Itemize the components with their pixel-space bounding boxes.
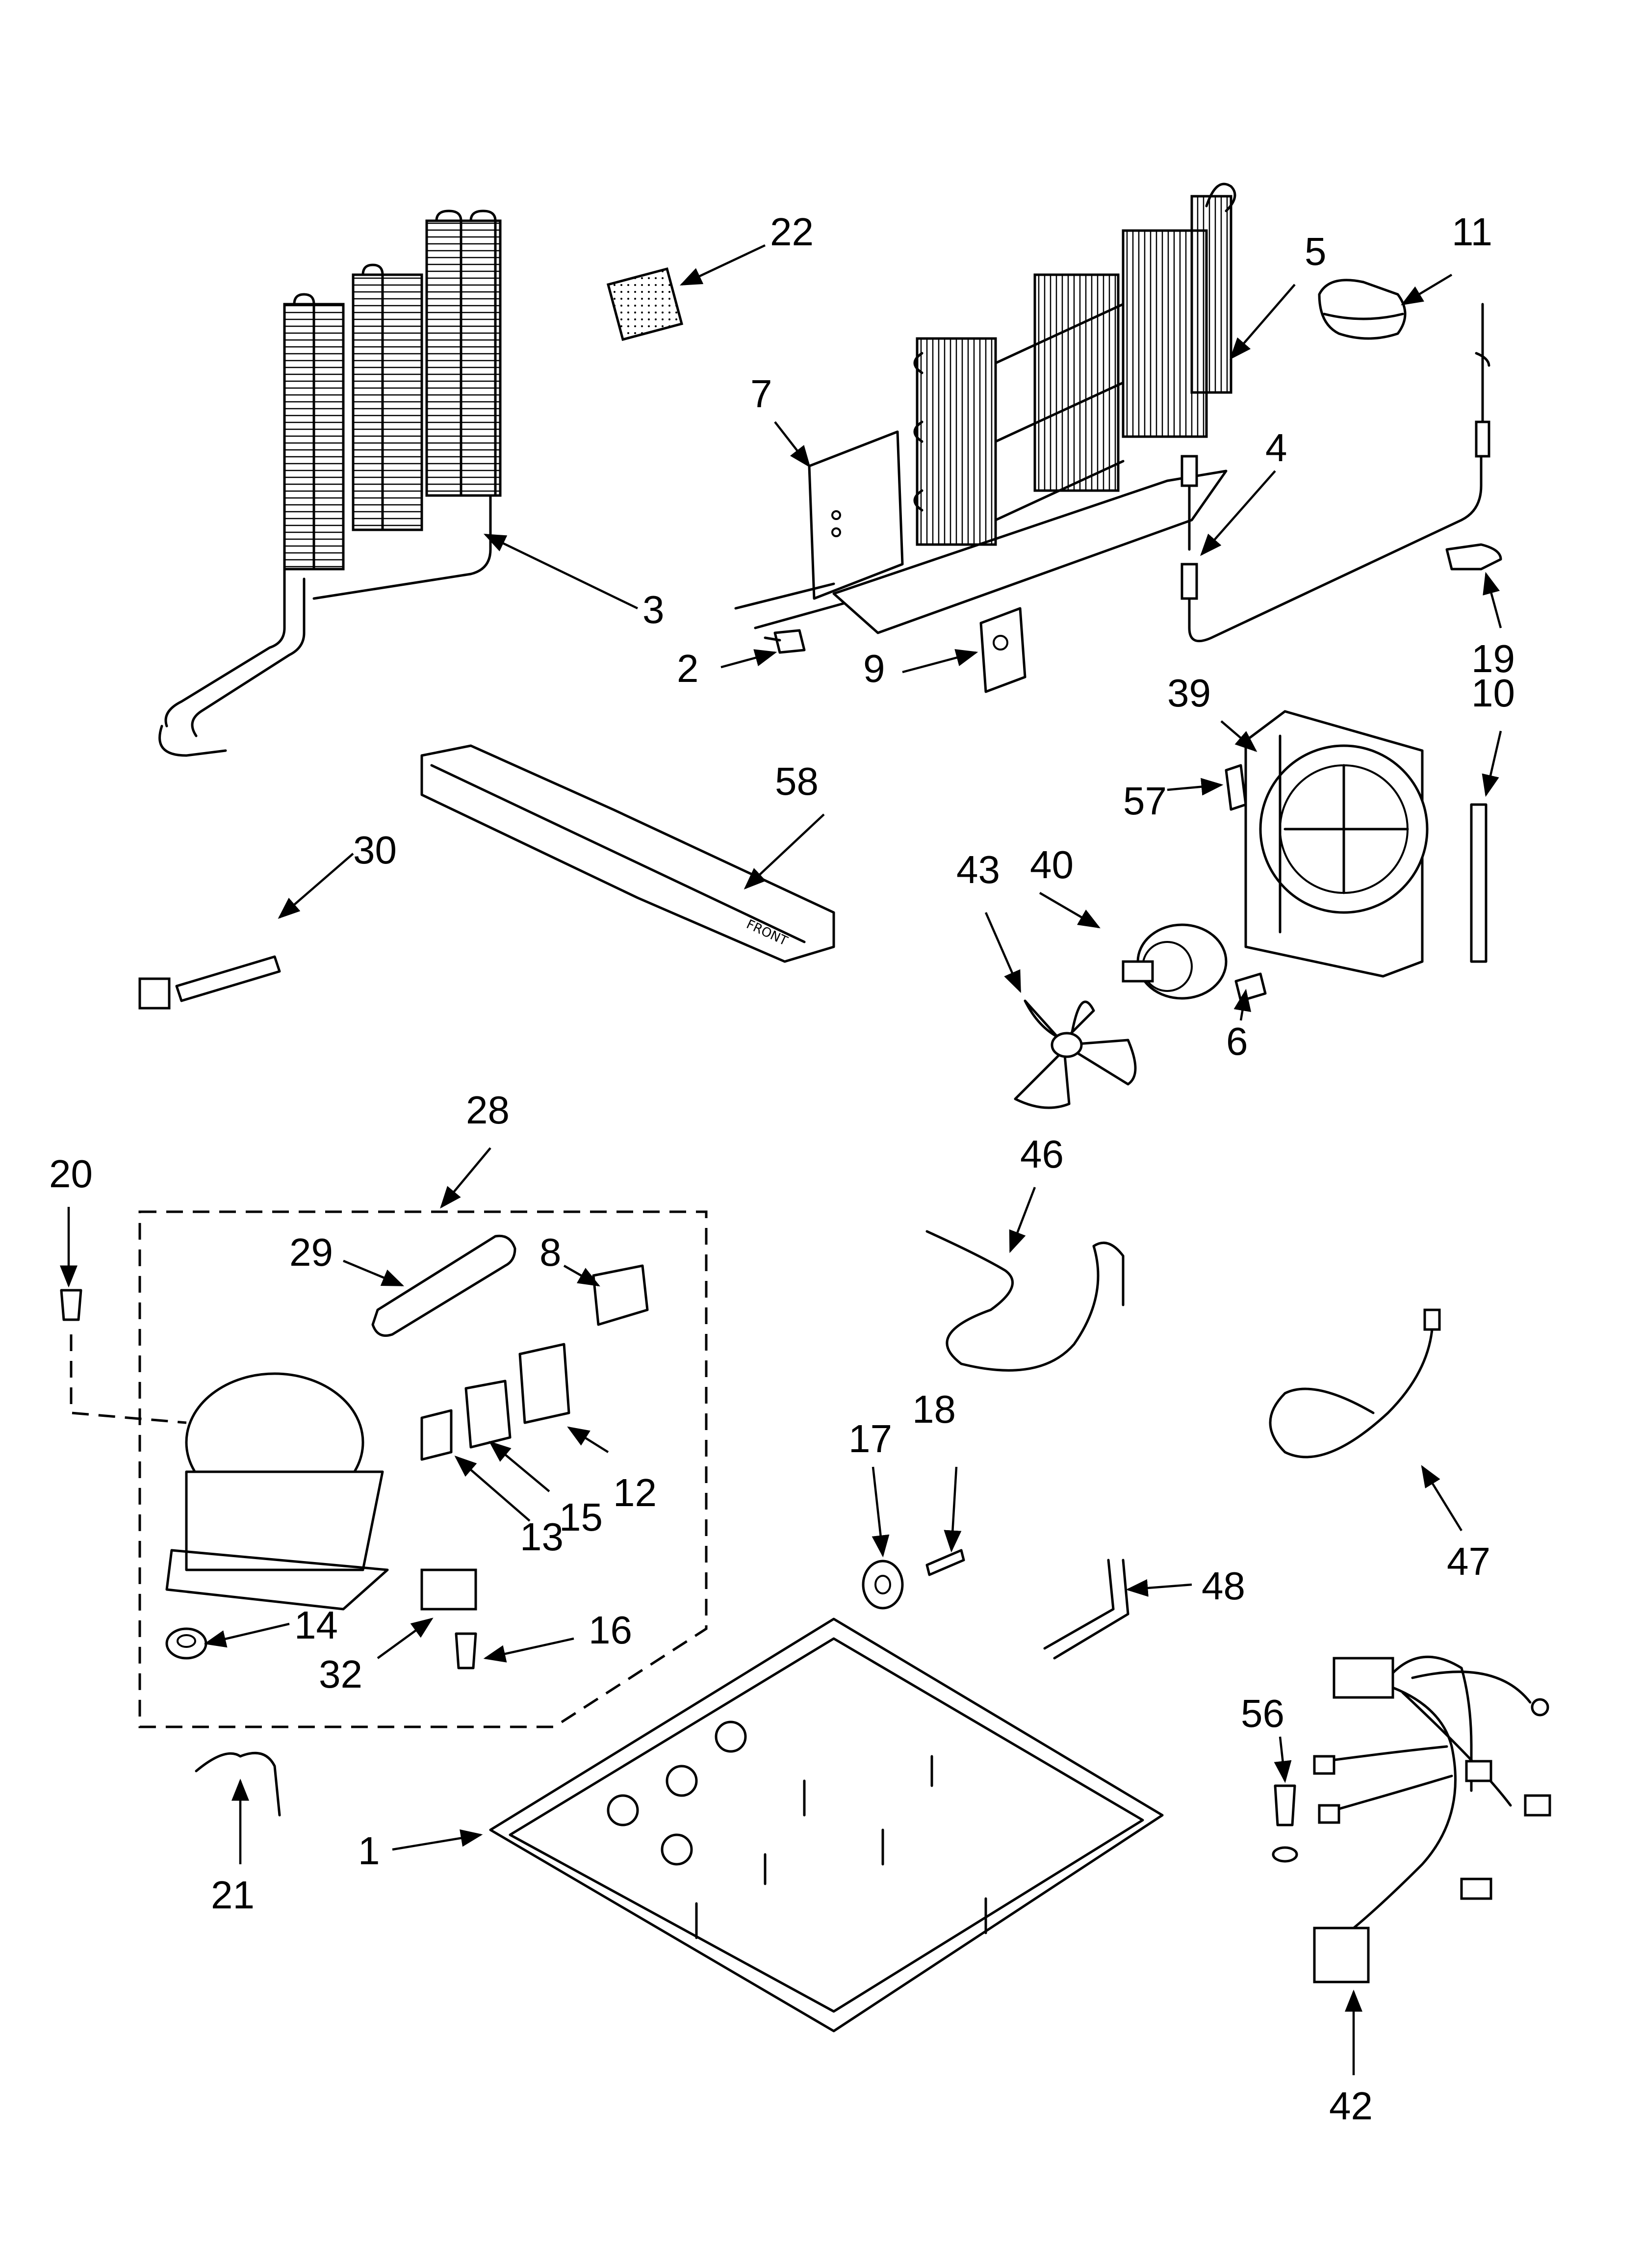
callout-15: 15: [559, 1495, 603, 1539]
part-15-overload: [464, 1380, 512, 1449]
callout-42: 42: [1329, 2084, 1373, 2128]
callout-43: 43: [956, 848, 1000, 891]
part-40-fan-motor: [1122, 923, 1228, 1000]
compressor: [165, 1372, 389, 1611]
callout-58: 58: [775, 759, 819, 803]
callout-labels: 22 3 5 11 7 4 2 9 19 39 10 57 58 30 40 4…: [49, 210, 1515, 2128]
part-56-screw: [1272, 1784, 1298, 1863]
callout-22: 22: [770, 210, 814, 254]
part-47-tubing: [1269, 1308, 1441, 1459]
part-12-relay: [518, 1343, 570, 1424]
callout-57: 57: [1123, 779, 1167, 823]
leader-lines: [60, 244, 1502, 2075]
callout-56: 56: [1241, 1692, 1284, 1735]
part-10-strip: [1470, 803, 1488, 963]
callout-5: 5: [1305, 230, 1327, 273]
evaporator: [734, 182, 1236, 634]
callout-32: 32: [319, 1652, 362, 1696]
part-14-grommet: [165, 1627, 207, 1660]
part-29-dryer: [371, 1234, 516, 1337]
callout-17: 17: [848, 1417, 892, 1460]
callout-3: 3: [642, 588, 665, 631]
callout-19: 19: [1471, 637, 1515, 680]
part-16-screw: [455, 1632, 477, 1669]
part-9-clip: [979, 607, 1026, 693]
callout-13: 13: [520, 1515, 564, 1559]
condenser-coil: [158, 209, 502, 757]
part-39-fan-shroud: [1244, 710, 1429, 978]
callout-16: 16: [589, 1608, 632, 1652]
callout-30: 30: [353, 828, 397, 872]
part-22-pad: [606, 267, 684, 341]
part-8-relay-cover: [592, 1264, 649, 1326]
part-30-cable-tie: [138, 955, 281, 1010]
part-2-screw: [764, 629, 806, 654]
compressor-kit-boundary: [138, 1210, 708, 1728]
part-19-clip: [1445, 543, 1502, 571]
part-57-screw: [1225, 764, 1247, 811]
callout-21: 21: [211, 1873, 255, 1917]
part-48-tube: [1043, 1559, 1129, 1660]
part-43-fan-blade: [1014, 999, 1137, 1109]
callout-14: 14: [294, 1603, 338, 1647]
callout-20: 20: [49, 1152, 93, 1196]
callout-6: 6: [1226, 1019, 1248, 1063]
callout-11: 11: [1452, 210, 1492, 254]
callout-40: 40: [1030, 843, 1074, 886]
part-18-axle: [925, 1549, 965, 1576]
callout-48: 48: [1202, 1564, 1245, 1608]
part-32-capacitor: [420, 1568, 477, 1611]
callout-1: 1: [358, 1829, 380, 1873]
callout-28: 28: [466, 1088, 510, 1132]
part-1-base-frame: [489, 1617, 1164, 2033]
part-4-thermistor: [1180, 303, 1490, 643]
part-17-roller: [862, 1560, 904, 1610]
part-20-bolt: [60, 1289, 187, 1424]
callout-29: 29: [289, 1230, 333, 1274]
callout-7: 7: [750, 372, 772, 416]
callout-47: 47: [1447, 1539, 1490, 1583]
part-21-wire: [195, 1751, 281, 1817]
callout-9: 9: [863, 647, 885, 690]
part-11-cap: [1318, 279, 1407, 340]
callout-2: 2: [677, 647, 699, 690]
part-42-wiring-harness: [1313, 1655, 1551, 1983]
callout-18: 18: [912, 1387, 956, 1431]
callout-46: 46: [1020, 1132, 1064, 1176]
callout-12: 12: [613, 1471, 657, 1514]
part-6-screw: [1234, 972, 1267, 1002]
callout-8: 8: [539, 1230, 562, 1274]
callout-10: 10: [1471, 671, 1515, 715]
callout-39: 39: [1167, 671, 1211, 715]
part-58-drain-pan: FRONT: [420, 744, 835, 963]
part-46-tubing: [925, 1230, 1125, 1372]
callout-4: 4: [1265, 426, 1287, 469]
part-13-clip: [420, 1409, 453, 1461]
